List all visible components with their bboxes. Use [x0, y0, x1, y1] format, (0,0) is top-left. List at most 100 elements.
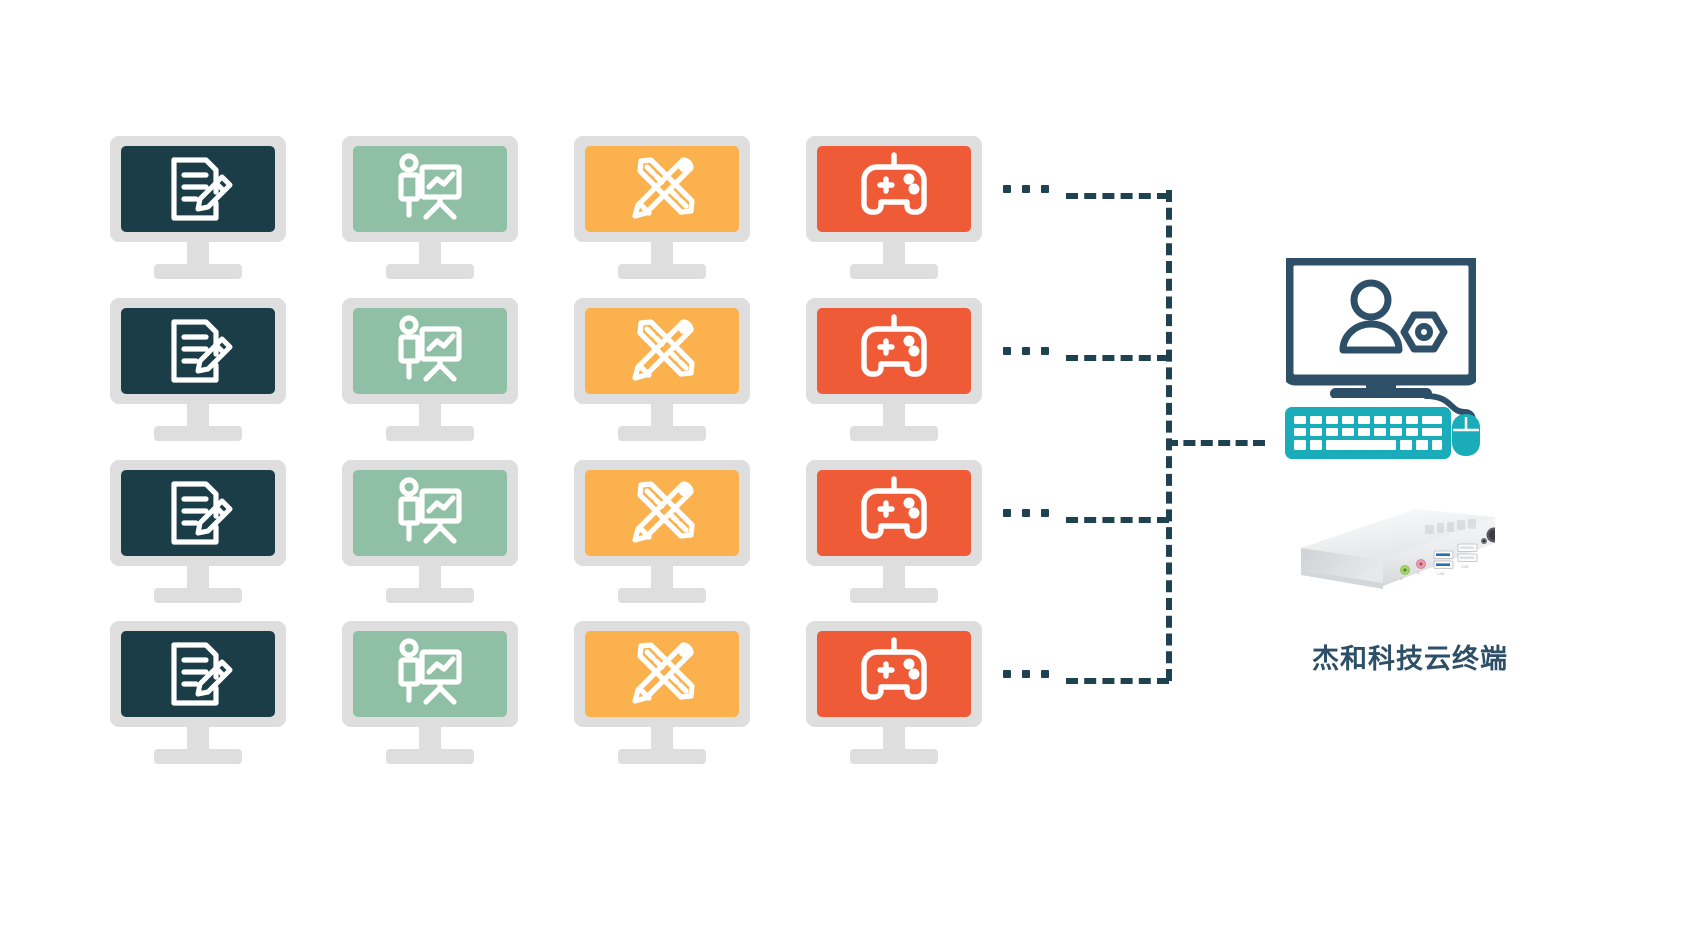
- document-pencil-icon: [171, 642, 233, 706]
- svg-text:A: A: [1400, 577, 1403, 581]
- ellipsis-row-4: [1003, 670, 1049, 678]
- connector-row-1: [1066, 193, 1169, 199]
- monitor-stand-neck: [883, 727, 905, 752]
- ellipsis-row-3: [1003, 509, 1049, 517]
- monitor-screen-design: [585, 470, 739, 556]
- presentation-board-icon: [398, 153, 462, 220]
- svg-text:USB: USB: [1437, 572, 1445, 576]
- ellipsis-dot: [1022, 670, 1030, 678]
- gamepad-icon: [861, 476, 927, 539]
- client-monitor-gaming-row-4[interactable]: [806, 621, 982, 766]
- connector-to-terminal: [1166, 440, 1265, 446]
- client-monitor-presentation-row-2[interactable]: [342, 298, 518, 443]
- monitor-bezel: [110, 621, 286, 727]
- client-monitor-gaming-row-2[interactable]: [806, 298, 982, 443]
- ellipsis-dot: [1022, 185, 1030, 193]
- monitor-bezel: [574, 621, 750, 727]
- presentation-board-icon: [398, 315, 462, 382]
- monitor-bezel: [574, 460, 750, 566]
- monitor-bezel: [806, 621, 982, 727]
- client-monitor-design-row-1[interactable]: [574, 136, 750, 281]
- monitor-stand-base: [618, 749, 706, 764]
- mini-pc-icon: A B USB USB: [1301, 509, 1502, 589]
- ellipsis-dot: [1041, 509, 1049, 517]
- mouse-icon: [1452, 414, 1480, 456]
- monitor-stand-base: [386, 749, 474, 764]
- monitor-stand-base: [154, 749, 242, 764]
- monitor-stand-neck: [419, 404, 441, 429]
- svg-text:B: B: [1417, 571, 1420, 575]
- terminal-keyboard: [1285, 407, 1451, 464]
- client-monitor-document-editing-row-3[interactable]: [110, 460, 286, 605]
- client-monitor-design-row-3[interactable]: [574, 460, 750, 605]
- monitor-bezel: [574, 298, 750, 404]
- client-monitor-presentation-row-4[interactable]: [342, 621, 518, 766]
- monitor-screen-document-editing: [121, 146, 275, 232]
- monitor-stand-neck: [419, 727, 441, 752]
- ruler-pencil-icon: [632, 642, 695, 704]
- monitor-stand-base: [154, 426, 242, 441]
- document-pencil-icon: [171, 319, 233, 383]
- monitor-stand-neck: [883, 242, 905, 267]
- client-monitor-presentation-row-1[interactable]: [342, 136, 518, 281]
- monitor-stand-base: [850, 264, 938, 279]
- ellipsis-dot: [1003, 185, 1011, 193]
- monitor-stand-neck: [651, 242, 673, 267]
- monitor-bezel: [806, 298, 982, 404]
- monitor-stand-base: [850, 426, 938, 441]
- monitor-bezel: [574, 136, 750, 242]
- client-monitor-document-editing-row-1[interactable]: [110, 136, 286, 281]
- monitor-stand-base: [618, 264, 706, 279]
- ellipsis-dot: [1003, 509, 1011, 517]
- document-pencil-icon: [171, 157, 233, 221]
- ellipsis-dot: [1003, 347, 1011, 355]
- client-monitor-gaming-row-3[interactable]: [806, 460, 982, 605]
- document-pencil-icon: [171, 481, 233, 545]
- monitor-stand-neck: [651, 404, 673, 429]
- ruler-pencil-icon: [632, 319, 695, 381]
- client-monitor-design-row-2[interactable]: [574, 298, 750, 443]
- monitor-bezel: [806, 136, 982, 242]
- client-monitor-design-row-4[interactable]: [574, 621, 750, 766]
- monitor-screen-document-editing: [121, 470, 275, 556]
- monitor-stand-neck: [187, 404, 209, 429]
- monitor-screen-presentation: [353, 470, 507, 556]
- monitor-stand-neck: [651, 727, 673, 752]
- monitor-screen-document-editing: [121, 308, 275, 394]
- ellipsis-dot: [1022, 509, 1030, 517]
- ellipsis-dot: [1041, 670, 1049, 678]
- client-monitor-document-editing-row-4[interactable]: [110, 621, 286, 766]
- connector-row-4: [1066, 678, 1169, 684]
- monitor-stand-base: [850, 749, 938, 764]
- terminal-mouse: [1452, 414, 1480, 461]
- monitor-bezel: [110, 298, 286, 404]
- presentation-board-icon: [398, 638, 462, 705]
- monitor-bezel: [110, 460, 286, 566]
- monitor-screen-presentation: [353, 146, 507, 232]
- client-monitor-presentation-row-3[interactable]: [342, 460, 518, 605]
- monitor-stand-base: [386, 588, 474, 603]
- client-monitor-document-editing-row-2[interactable]: [110, 298, 286, 443]
- monitor-stand-neck: [187, 566, 209, 591]
- connector-row-3: [1066, 517, 1169, 523]
- monitor-screen-gaming: [817, 631, 971, 717]
- connector-trunk: [1166, 190, 1172, 681]
- ellipsis-dot: [1041, 185, 1049, 193]
- ellipsis-dot: [1041, 347, 1049, 355]
- monitor-stand-base: [386, 426, 474, 441]
- connector-row-2: [1066, 355, 1169, 361]
- ruler-pencil-icon: [632, 481, 695, 543]
- monitor-screen-design: [585, 308, 739, 394]
- monitor-bezel: [342, 460, 518, 566]
- monitor-bezel: [342, 621, 518, 727]
- monitor-bezel: [342, 298, 518, 404]
- gamepad-icon: [861, 637, 927, 700]
- monitor-bezel: [342, 136, 518, 242]
- monitor-screen-gaming: [817, 308, 971, 394]
- client-monitor-gaming-row-1[interactable]: [806, 136, 982, 281]
- monitor-bezel: [806, 460, 982, 566]
- presentation-board-icon: [398, 477, 462, 544]
- monitor-screen-design: [585, 146, 739, 232]
- monitor-stand-neck: [187, 727, 209, 752]
